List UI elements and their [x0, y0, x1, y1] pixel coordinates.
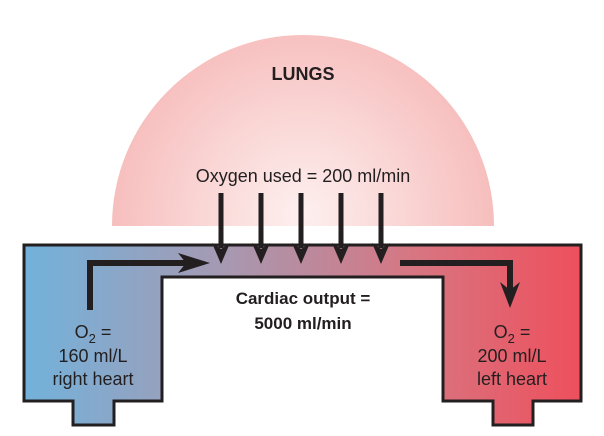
oxygen-arrow	[252, 193, 270, 264]
right-heart-value: 160 ml/L	[58, 346, 127, 366]
lungs-title: LUNGS	[272, 64, 335, 84]
right-heart-name: right heart	[52, 369, 133, 389]
lungs-semicircle	[112, 35, 494, 226]
flow-arrow-left-heart	[400, 260, 520, 308]
cardiac-output-label: Cardiac output =	[236, 289, 371, 308]
right-heart-label: O2 = 160 ml/L right heart	[52, 322, 133, 389]
flow-arrow-right-heart	[87, 253, 210, 310]
left-heart-name: left heart	[477, 369, 547, 389]
oxygen-arrow	[372, 193, 390, 264]
oxygen-arrow	[332, 193, 350, 264]
cardiac-output-value: 5000 ml/min	[254, 314, 351, 333]
oxygen-arrow	[212, 193, 230, 264]
left-heart-value: 200 ml/L	[477, 346, 546, 366]
right-heart-o2: O2 =	[75, 322, 112, 346]
circulation-channel	[22, 243, 583, 427]
oxygen-arrow	[292, 193, 310, 264]
left-heart-o2: O2 =	[494, 322, 531, 346]
oxygen-used-label: Oxygen used = 200 ml/min	[196, 166, 411, 186]
left-heart-label: O2 = 200 ml/L left heart	[477, 322, 547, 389]
oxygen-uptake-arrows	[212, 193, 390, 264]
